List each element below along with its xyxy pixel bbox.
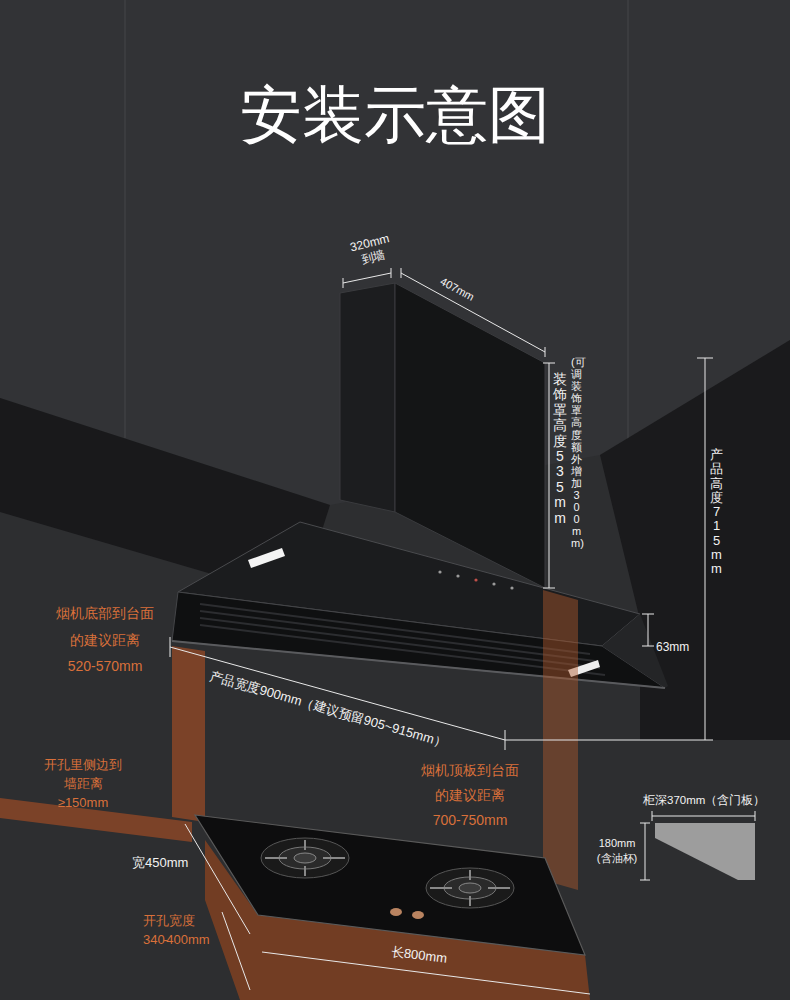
range-hood xyxy=(395,283,545,588)
dimension-label: 长800mm xyxy=(390,944,448,967)
cooktop xyxy=(304,866,306,876)
dimension-lines xyxy=(645,823,646,880)
dimension-lines xyxy=(705,358,706,740)
range-hood xyxy=(340,283,395,512)
kitchen-wall xyxy=(627,0,629,467)
dimension-lines xyxy=(401,273,545,352)
dimension-lines xyxy=(642,614,654,615)
dimension-lines xyxy=(170,268,755,994)
cooktop xyxy=(294,853,316,863)
cooktop xyxy=(261,838,349,878)
cooktop xyxy=(261,838,349,878)
cabinet-depth-figure xyxy=(655,823,755,880)
dimension-label: 宽450mm xyxy=(132,855,188,871)
dimension-label: 407mm xyxy=(438,275,477,304)
dimension-label: 产品宽度900mm（建议预留905~915mm） xyxy=(208,668,449,751)
cabinet-depth-figure xyxy=(655,823,755,880)
dimension-lines xyxy=(543,363,555,364)
cooktop xyxy=(459,883,481,893)
cooktop xyxy=(304,840,306,850)
kitchen-wall xyxy=(124,0,126,438)
cooktop xyxy=(469,896,471,906)
note-label: (可调装饰罩高度额外增加300mm) xyxy=(571,356,582,550)
distance-note: 开孔里侧边到 墙距离≥150mm xyxy=(44,756,122,813)
cooktop xyxy=(265,857,287,859)
cooktop xyxy=(488,887,510,889)
cooktop xyxy=(412,911,424,919)
cooktop xyxy=(430,887,452,889)
dimension-lines xyxy=(755,811,756,821)
dimension-lines xyxy=(543,588,555,589)
distance-note: 烟机底部到台面 的建议距离 520-570mm xyxy=(56,600,154,680)
dimension-lines xyxy=(222,912,250,990)
dimension-lines xyxy=(545,347,546,357)
range-hood xyxy=(200,618,600,668)
title: 安装示意图 xyxy=(240,78,550,152)
dimension-lines xyxy=(343,278,344,288)
dimension-lines xyxy=(170,647,505,740)
dimension-label: 装饰罩高度 535mm xyxy=(553,372,567,526)
dimension-lines xyxy=(391,268,392,278)
range-hood xyxy=(492,582,495,585)
wall-distance-band xyxy=(0,646,205,842)
dimension-label: 柜深370mm（含门板） xyxy=(643,793,765,807)
cooktop xyxy=(426,868,514,908)
range-hood xyxy=(248,548,285,568)
dimension-lines xyxy=(652,816,755,817)
range-hood xyxy=(474,578,477,581)
cooktop xyxy=(323,857,345,859)
distance-note: 开孔宽度 340 - 400mm xyxy=(143,912,213,950)
dimension-lines xyxy=(640,823,650,824)
dimension-lines xyxy=(505,740,713,741)
cooktop xyxy=(390,908,402,916)
dimension-lines xyxy=(648,614,649,646)
dimension-lines xyxy=(401,268,402,278)
cooktop xyxy=(426,868,514,908)
cooktop xyxy=(469,870,471,880)
range-hood xyxy=(200,611,595,661)
range-hood xyxy=(456,574,459,577)
dimension-lines xyxy=(652,811,653,821)
range-hood xyxy=(200,604,590,654)
range-hood xyxy=(438,570,441,573)
distance-note: 烟机顶板到台面 的建议距离 700-750mm xyxy=(421,758,519,834)
dimension-lines xyxy=(549,363,550,588)
cooktop xyxy=(195,815,590,1000)
range-hood xyxy=(510,586,513,589)
dimension-label: 63mm xyxy=(656,640,689,655)
dimension-label: 180mm (含油杯) xyxy=(597,836,637,866)
cooktop xyxy=(195,815,585,955)
wall-distance-band xyxy=(172,646,205,822)
dimension-lines xyxy=(343,273,391,283)
dimension-lines xyxy=(640,880,650,881)
range-hood xyxy=(172,283,668,688)
dimension-lines xyxy=(642,646,654,647)
dimension-label: 产品高度 715mm xyxy=(710,448,723,577)
dimension-lines xyxy=(505,730,506,750)
dimension-lines xyxy=(697,358,713,359)
dimension-lines xyxy=(170,637,171,657)
dimension-label: 320mm 到墙 xyxy=(349,231,395,270)
range-hood xyxy=(172,592,665,688)
